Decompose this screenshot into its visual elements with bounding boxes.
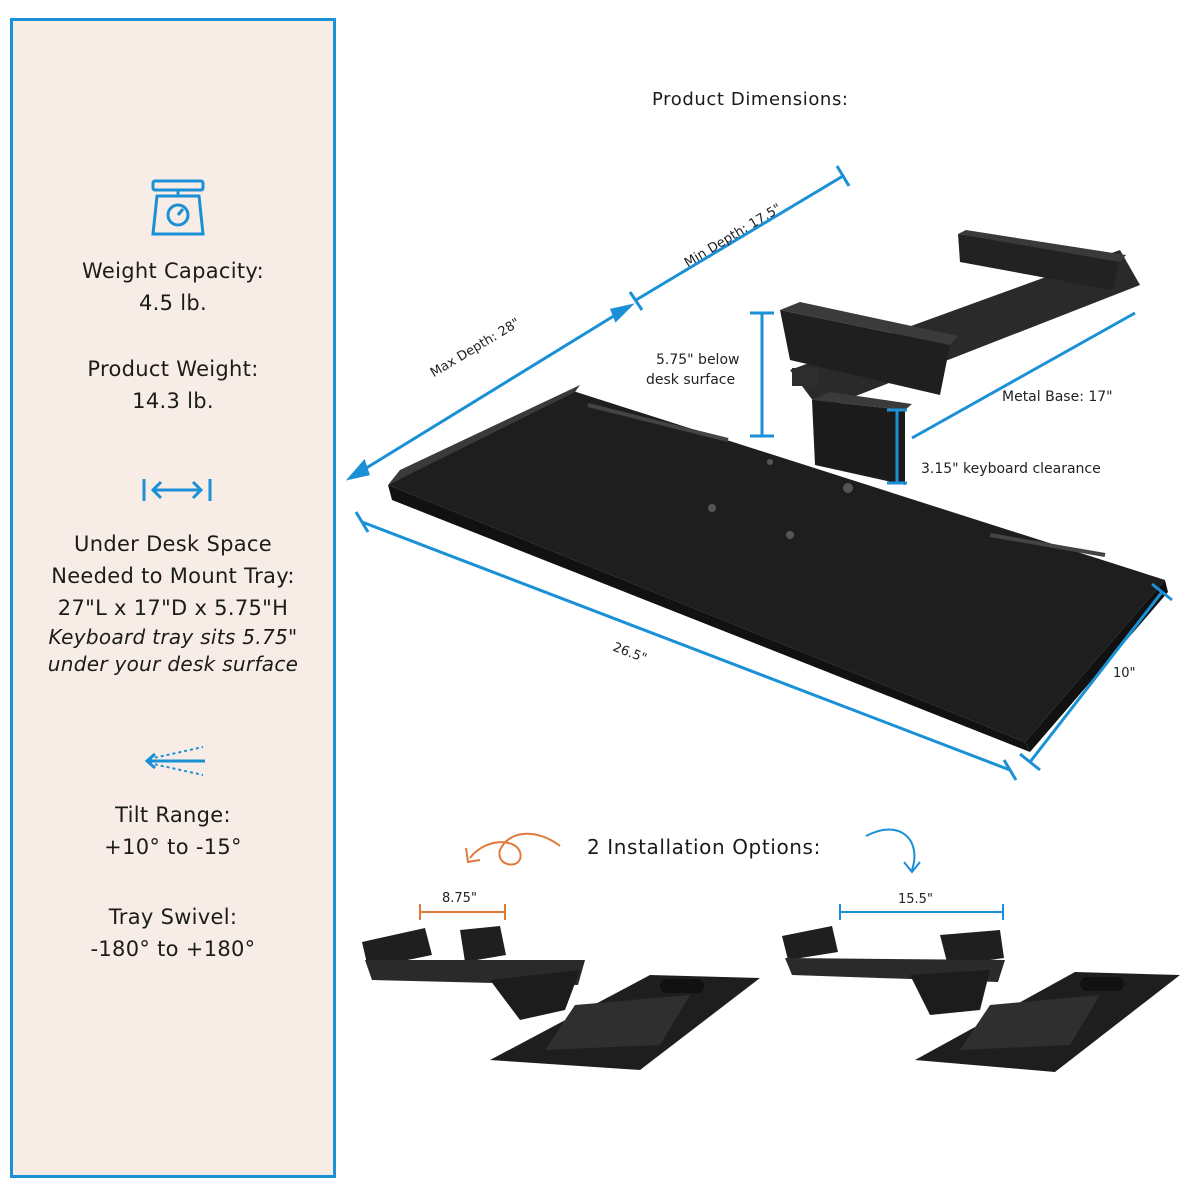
weight-capacity-value: 4.5 lb.: [138, 291, 207, 315]
under-desk-note-1: Keyboard tray sits 5.75": [48, 625, 298, 649]
keyboard-tray-diagram: [345, 165, 1173, 781]
product-weight-spec: Product Weight: 14.3 lb.: [13, 353, 333, 417]
rotate-arrow-right-icon: [865, 828, 921, 874]
under-desk-label-1: Under Desk Space: [74, 532, 272, 556]
width-arrows-icon: [142, 479, 212, 501]
installation-option-2: [782, 904, 1180, 1072]
tilt-icon: [144, 746, 205, 776]
spec-panel: Weight Capacity: 4.5 lb. Product Weight:…: [10, 18, 336, 1178]
tray-arm: [812, 392, 912, 485]
below-desk-label-2: desk surface: [646, 372, 736, 388]
product-weight-label: Product Weight:: [87, 357, 259, 381]
swivel-value: -180° to +180°: [90, 937, 256, 961]
scale-icon: [151, 179, 205, 236]
keyboard-clearance-label: 3.15" keyboard clearance: [921, 461, 1101, 477]
weight-capacity-spec: Weight Capacity: 4.5 lb.: [13, 255, 333, 319]
option1-width-label: 8.75": [442, 891, 477, 906]
under-desk-spec: Under Desk Space Needed to Mount Tray: 2…: [13, 528, 333, 678]
weight-capacity-label: Weight Capacity:: [82, 259, 264, 283]
option2-width-label: 15.5": [898, 892, 933, 907]
tilt-value: +10° to -15°: [104, 835, 242, 859]
metal-base-label: Metal Base: 17": [1002, 389, 1113, 405]
installation-diagrams: [362, 828, 1180, 1072]
swivel-label: Tray Swivel:: [108, 905, 238, 929]
mounting-rail: [780, 230, 1140, 410]
product-weight-value: 14.3 lb.: [132, 389, 214, 413]
dimension-lines: [345, 165, 1173, 781]
keyboard-tray: [388, 385, 1168, 752]
installation-title: 2 Installation Options:: [587, 835, 821, 859]
dimensions-title: Product Dimensions:: [652, 89, 849, 110]
below-desk-label-1: 5.75" below: [656, 352, 740, 368]
rotate-arrow-left-icon: [465, 832, 561, 866]
tilt-spec: Tilt Range: +10° to -15°: [13, 799, 333, 863]
under-desk-value: 27"L x 17"D x 5.75"H: [57, 596, 289, 620]
installation-option-1: [362, 904, 760, 1070]
under-desk-label-2: Needed to Mount Tray:: [51, 564, 295, 588]
tilt-label: Tilt Range:: [115, 803, 231, 827]
depth-label: 10": [1113, 666, 1136, 681]
swivel-spec: Tray Swivel: -180° to +180°: [13, 901, 333, 965]
under-desk-note-2: under your desk surface: [47, 652, 299, 676]
